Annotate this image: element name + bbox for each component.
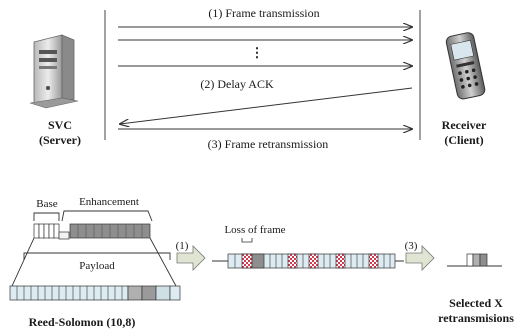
received-stream <box>227 253 396 269</box>
loss-bracket <box>241 238 253 243</box>
step2-label: (2) Delay ACK <box>200 77 274 91</box>
enhancement-label: Enhancement <box>79 196 139 208</box>
payload-bracket <box>23 252 171 260</box>
step3-block-arrow <box>405 245 435 271</box>
step1-block-arrow <box>176 245 206 271</box>
receiver-name: Receiver <box>442 118 487 132</box>
loss-label: Loss of frame <box>224 224 285 236</box>
server-role: (Server) <box>39 133 81 147</box>
source-frame <box>33 223 151 240</box>
fec-label: Reed-Solomon (10,8) <box>29 315 136 329</box>
enhancement-bracket <box>61 210 153 222</box>
server-name: SVC <box>48 118 72 132</box>
payload-label: Payload <box>79 260 115 272</box>
phone-icon <box>445 32 486 100</box>
step3-label: (3) Frame retransmission <box>208 137 329 151</box>
base-bracket <box>33 212 60 221</box>
expansion-lines <box>11 237 177 287</box>
ack-arrow <box>120 87 413 124</box>
step1-label: (1) Frame transmission <box>208 6 319 20</box>
server-icon <box>29 34 79 109</box>
arrow3-label: (3) <box>405 240 418 252</box>
encoded-block <box>9 285 181 301</box>
ellipsis: ⋮ <box>251 45 264 60</box>
receiver-role: (Client) <box>444 133 483 147</box>
base-label: Base <box>36 198 58 210</box>
result-line2: retransmisions <box>438 311 514 325</box>
result-line1: Selected X <box>449 296 503 310</box>
selected-frames <box>466 253 488 267</box>
arrow1-label: (1) <box>176 240 189 252</box>
